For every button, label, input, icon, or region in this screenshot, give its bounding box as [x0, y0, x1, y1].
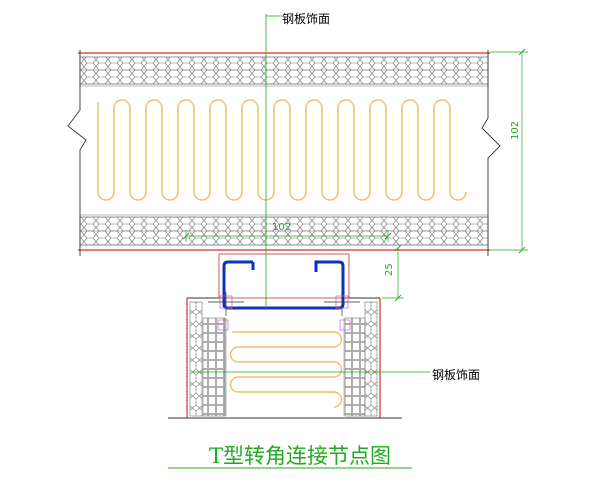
left-lattice-column — [189, 301, 203, 417]
upper-lattice-band — [79, 56, 489, 85]
c-channel — [222, 260, 345, 310]
bolt-left — [208, 292, 244, 316]
dimension-gap-value: 25 — [384, 263, 395, 276]
dimension-top-value: 102 — [272, 222, 292, 233]
vertical-wall-panel — [168, 297, 402, 419]
dimension-gap — [382, 244, 404, 302]
dimension-top — [182, 230, 392, 242]
diagram-title: T型转角连接节点图 — [208, 444, 391, 468]
right-lattice-column — [364, 301, 378, 417]
vertical-insulation — [229, 331, 343, 408]
connector-plate — [218, 253, 350, 299]
left-break-line — [67, 50, 87, 256]
dimension-right-value: 102 — [510, 120, 521, 140]
connector — [208, 253, 360, 331]
horizontal-insulation — [97, 99, 467, 201]
right-break-line — [481, 50, 501, 256]
bolt-right — [324, 292, 360, 316]
top-callout-label: 钢板饰面 — [282, 12, 331, 26]
dimension-right — [490, 48, 528, 254]
horizontal-wall-panel — [67, 50, 501, 256]
side-callout-label: 钢板饰面 — [432, 368, 481, 382]
